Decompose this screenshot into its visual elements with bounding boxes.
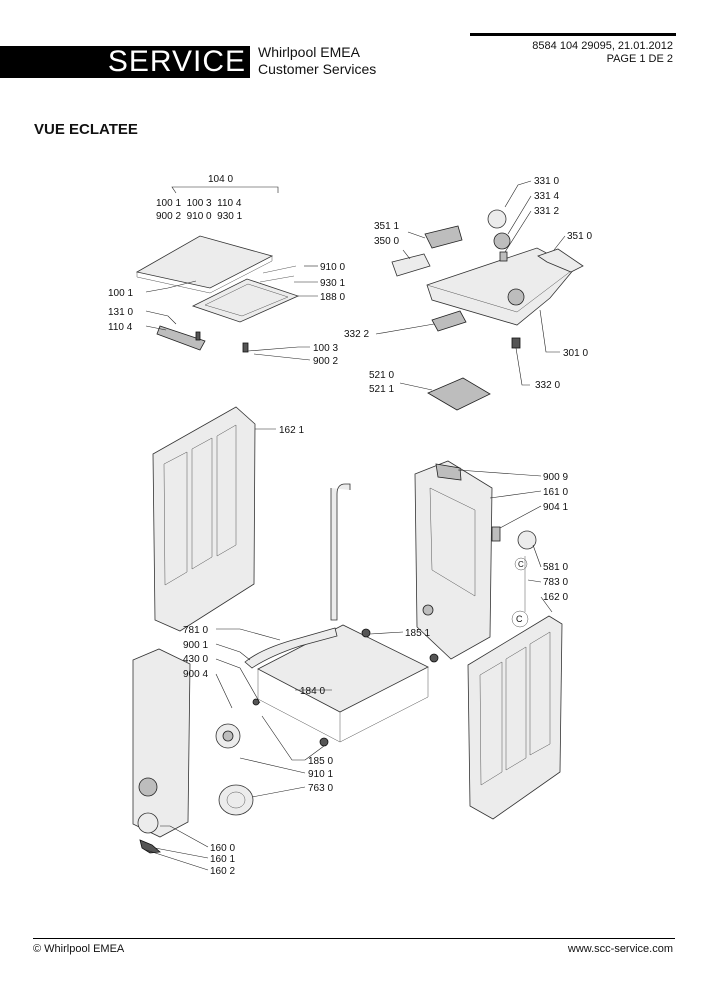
label-930-1: 930 1 [320, 278, 345, 289]
label-351-1: 351 1 [374, 221, 399, 232]
base-frame [244, 483, 439, 747]
label-185-1: 185 1 [405, 628, 430, 639]
label-185-0: 185 0 [308, 756, 333, 767]
label-351-0: 351 0 [567, 231, 592, 242]
label-521-0: 521 0 [369, 370, 394, 381]
rear-panel [414, 460, 493, 660]
lid-assembly [135, 235, 300, 353]
hose-pipe-part [330, 483, 351, 621]
pump-part [427, 377, 491, 411]
page-title: VUE ECLATEE [34, 121, 138, 138]
console-part [426, 247, 576, 326]
filter-cap-part [137, 812, 159, 834]
page-number: PAGE 1 DE 2 [606, 53, 673, 65]
label-104-0: 104 0 [208, 174, 233, 185]
bracket-part [537, 248, 584, 273]
label-331-2: 331 2 [534, 206, 559, 217]
knob-part [487, 209, 507, 229]
label-332-2: 332 2 [344, 329, 369, 340]
label-lid-row-1: 100 1 100 3 110 4 [156, 198, 242, 209]
service-banner: SERVICE [0, 46, 250, 78]
label-581-0: 581 0 [543, 562, 568, 573]
company-line-2: Customer Services [258, 61, 377, 77]
label-331-4: 331 4 [534, 191, 559, 202]
label-131-0: 131 0 [108, 307, 133, 318]
c-mark-upper: C [518, 560, 524, 569]
label-100-3: 100 3 [313, 343, 338, 354]
label-301-0: 301 0 [563, 348, 588, 359]
doc-number-date: 8584 104 29095, 21.01.2012 [532, 40, 673, 52]
label-783-0: 783 0 [543, 577, 568, 588]
label-331-0: 331 0 [534, 176, 559, 187]
label-332-0: 332 0 [535, 380, 560, 391]
label-350-0: 350 0 [374, 236, 399, 247]
header-rule [470, 33, 676, 36]
label-900-4: 900 4 [183, 669, 208, 680]
label-184-0: 184 0 [300, 686, 325, 697]
label-521-1: 521 1 [369, 384, 394, 395]
label-763-0: 763 0 [308, 783, 333, 794]
company-line-1: Whirlpool EMEA [258, 44, 360, 60]
label-110-4: 110 4 [108, 322, 133, 333]
label-900-9: 900 9 [543, 472, 568, 483]
label-900-1: 900 1 [183, 640, 208, 651]
front-panel [132, 648, 191, 838]
label-162-0: 162 0 [543, 592, 568, 603]
board-part [424, 225, 463, 249]
control-panel-assembly [391, 209, 584, 411]
label-160-0: 160 0 [210, 843, 235, 854]
label-lid-row-2: 900 2 910 0 930 1 [156, 211, 243, 222]
footer-website: www.scc-service.com [567, 943, 673, 955]
seal-part [218, 784, 254, 816]
label-160-1: 160 1 [210, 854, 235, 865]
label-188-0: 188 0 [320, 292, 345, 303]
label-910-0: 910 0 [320, 262, 345, 273]
label-781-0: 781 0 [183, 625, 208, 636]
hinge-part [156, 325, 206, 351]
label-904-1: 904 1 [543, 502, 568, 513]
label-161-0: 161 0 [543, 487, 568, 498]
c-mark-lower: C [516, 614, 523, 624]
screw-part [242, 342, 249, 353]
company-name: Whirlpool EMEA Customer Services [258, 44, 376, 78]
footer-copyright: © Whirlpool EMEA [33, 943, 125, 955]
left-side-panel [152, 406, 256, 632]
label-910-1: 910 1 [308, 769, 333, 780]
label-900-2: 900 2 [313, 356, 338, 367]
label-162-1: 162 1 [279, 425, 304, 436]
footer-rule [33, 938, 675, 939]
label-100-1: 100 1 [108, 288, 133, 299]
document-reference: 8584 104 29095, 21.01.2012 PAGE 1 DE 2 [470, 40, 673, 66]
label-430-0: 430 0 [183, 654, 208, 665]
hose-part [517, 530, 537, 550]
right-side-panel [467, 615, 563, 820]
label-160-2: 160 2 [210, 866, 235, 877]
